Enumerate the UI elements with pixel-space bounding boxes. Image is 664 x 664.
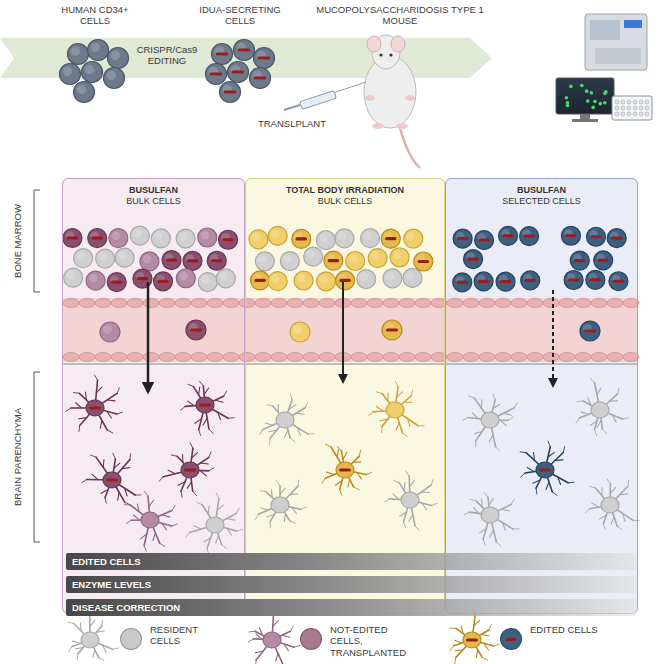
panel-subtitle: BULK CELLS	[246, 196, 444, 207]
edit-mark	[506, 638, 516, 641]
legend-entry: NOT-EDITED CELLS, TRANSPLANTED	[300, 624, 440, 658]
panel-subtitle: BULK CELLS	[63, 196, 244, 207]
cells	[60, 40, 640, 664]
bar-label: ENZYME LEVELS	[72, 576, 636, 593]
syringe	[284, 82, 366, 110]
step-label: HUMAN CD34+ CELLS	[59, 4, 131, 27]
bar-label: DISEASE CORRECTION	[72, 599, 636, 616]
legend-swatch	[300, 628, 322, 650]
step-label: IDUA-SECRETING CELLS	[194, 4, 286, 27]
bracket	[34, 190, 40, 292]
legend-entry: RESIDENT CELLS	[120, 624, 260, 658]
region-label: BONE MARROW	[12, 204, 23, 278]
migration-arrow	[552, 290, 554, 386]
legend-text: EDITED CELLS	[530, 624, 610, 635]
legend-text: RESIDENT CELLS	[150, 624, 230, 647]
step-label: CRISPR/Cas9 EDITING	[134, 44, 200, 67]
condition-panel: TOTAL BODY IRRADIATIONBULK CELLS	[245, 178, 445, 614]
bar-label: EDITED CELLS	[72, 553, 636, 570]
legend-entry: EDITED CELLS	[500, 624, 640, 658]
panel-subtitle: SELECTED CELLS	[446, 196, 637, 207]
step-label: TRANSLPLANT	[252, 118, 332, 129]
migration-arrow	[147, 282, 150, 392]
panel-fill	[245, 178, 445, 614]
lab-equipment	[556, 14, 652, 122]
panel-title: BUSULFAN	[446, 185, 637, 196]
legend-text: NOT-EDITED CELLS, TRANSPLANTED	[330, 624, 410, 658]
step-label: MUCOPOLYSACCHARIDOSIS TYPE 1 MOUSE	[312, 4, 488, 27]
bracket	[34, 372, 40, 542]
panel-title: BUSULFAN	[63, 185, 244, 196]
mouse	[364, 35, 420, 168]
region-label: BRAIN PARENCHYMA	[12, 408, 23, 506]
migration-arrow	[342, 282, 344, 382]
gradient-bar: EDITED CELLS	[66, 553, 636, 570]
panel-fill	[62, 178, 245, 614]
condition-panel: BUSULFANSELECTED CELLS	[445, 178, 638, 614]
gradient-bar: DISEASE CORRECTION	[66, 599, 636, 616]
legend-swatch	[120, 628, 142, 650]
gradient-bar: ENZYME LEVELS	[66, 576, 636, 593]
panel-fill	[445, 178, 638, 614]
legend-swatch	[500, 628, 522, 650]
condition-panel: BUSULFANBULK CELLS	[62, 178, 245, 614]
panel-title: TOTAL BODY IRRADIATION	[246, 185, 444, 196]
